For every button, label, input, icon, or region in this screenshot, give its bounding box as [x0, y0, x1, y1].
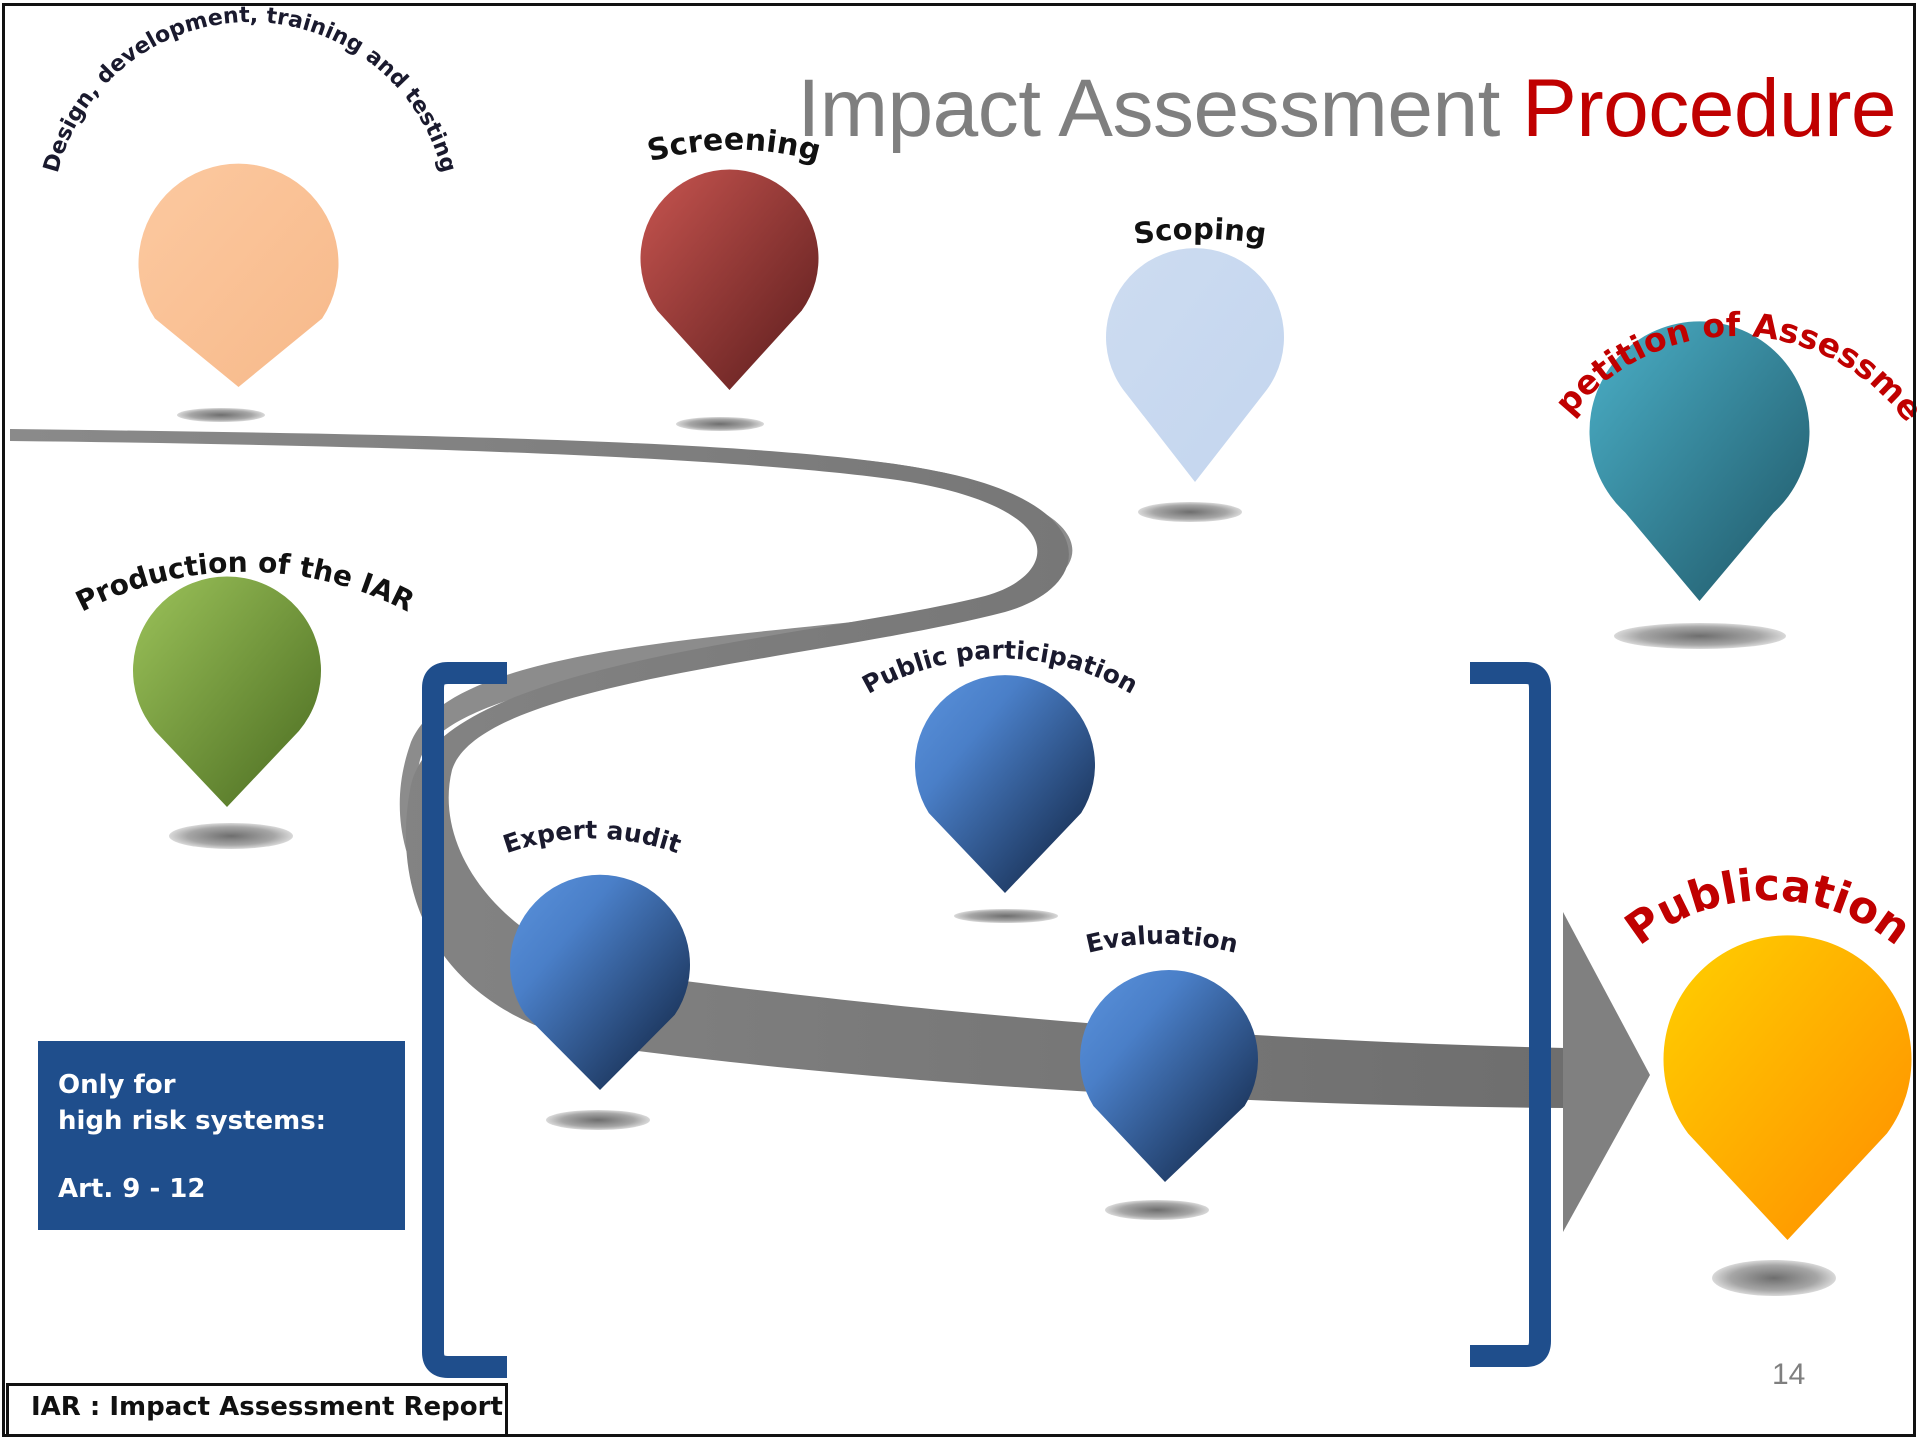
pin-shadows: [169, 408, 1836, 1296]
slide-title: Impact Assessment Procedure: [797, 62, 1896, 156]
step-label-evaluation: Evaluation: [1083, 921, 1241, 959]
map-pin-icon-public: [914, 675, 1095, 893]
note-line-2: high risk systems:: [58, 1106, 327, 1136]
map-pin-icon-expert: [510, 874, 690, 1090]
right-bracket: [1470, 662, 1551, 1367]
map-pin-icon-design: [138, 163, 339, 387]
note-line-3: Art. 9 - 12: [58, 1174, 206, 1204]
step-label-design: Design, development, training and testin…: [39, 3, 461, 175]
map-pin-icon-production: [133, 576, 321, 807]
left-bracket: [422, 662, 507, 1378]
step-label-scoping: Scoping: [1131, 212, 1268, 251]
title-part-1: Impact Assessment: [797, 63, 1500, 154]
map-pin-icon-publication: [1663, 935, 1912, 1240]
map-pin-icon-screening: [640, 169, 819, 390]
page-number: 14: [1772, 1358, 1806, 1391]
road-arrowhead: [1563, 912, 1650, 1232]
step-label-expert: Expert audit: [499, 815, 684, 859]
note-line-1: Only for: [58, 1070, 176, 1100]
title-part-2: Procedure: [1522, 63, 1896, 154]
map-pin-icon-repetition: [1589, 321, 1810, 601]
map-pin-icon-evaluation: [1080, 970, 1258, 1182]
map-pin-icon-scoping: [1106, 248, 1284, 482]
abbreviation-legend: IAR : Impact Assessment Report: [6, 1383, 508, 1437]
high-risk-note: Only for high risk systems: Art. 9 - 12: [38, 1041, 405, 1230]
